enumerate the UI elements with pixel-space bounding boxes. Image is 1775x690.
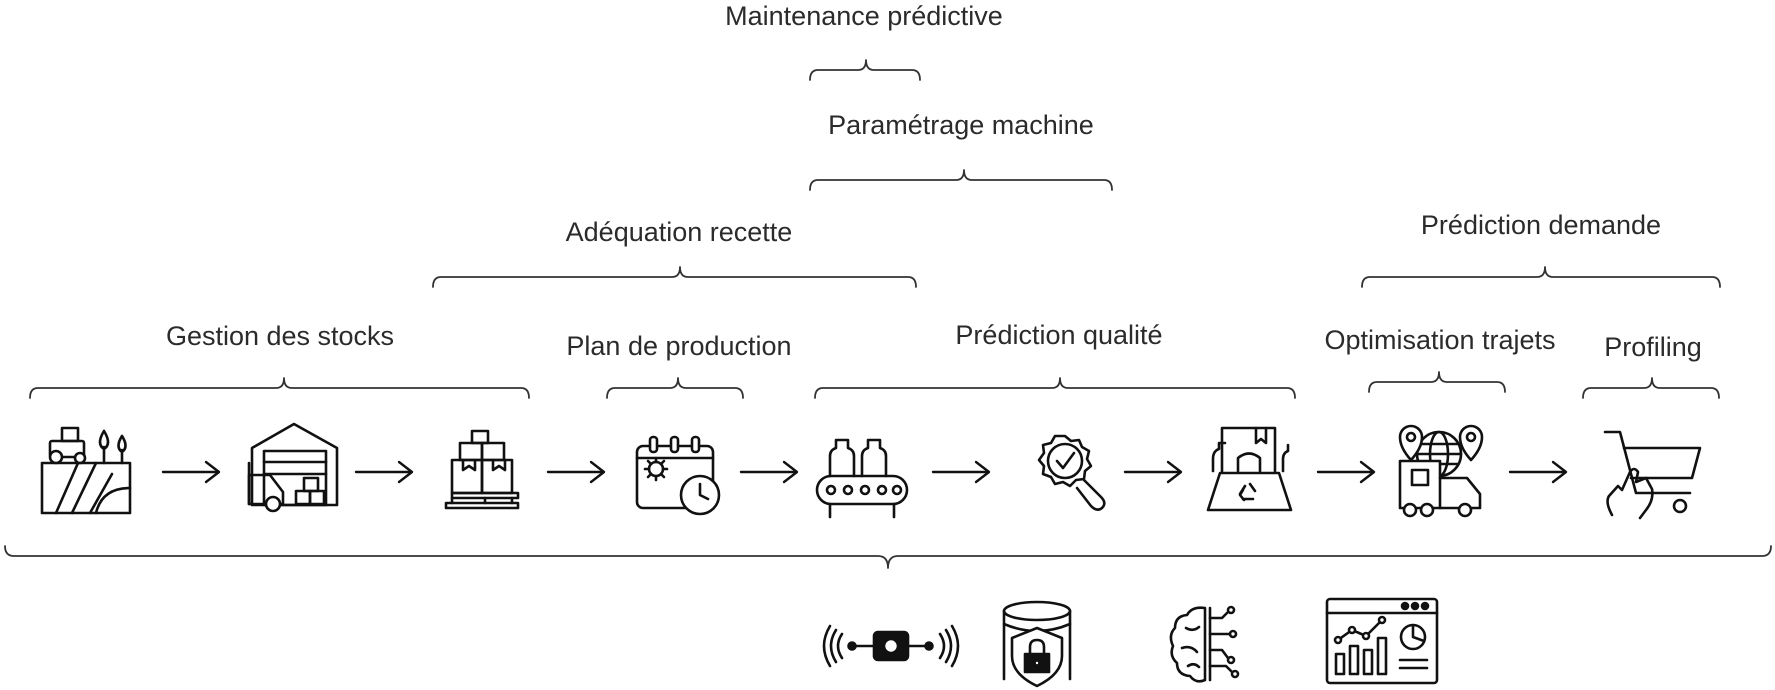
label-profiling: Profiling — [1604, 332, 1702, 362]
warehouse-truck-icon — [247, 422, 339, 513]
recycling-packaging-icon — [1206, 426, 1293, 512]
global-delivery-icon — [1398, 424, 1484, 518]
label-maintenance-predictive: Maintenance prédictive — [725, 1, 1003, 31]
arrow-6 — [1123, 460, 1183, 484]
label-prediction-qualite: Prédiction qualité — [955, 320, 1162, 350]
arrow-4 — [739, 460, 799, 484]
shopping-cart-icon — [1603, 430, 1702, 520]
arrow-7 — [1316, 460, 1376, 484]
brace-maintenance — [809, 59, 921, 81]
analytics-dashboard-icon — [1325, 597, 1439, 685]
brace-whole-chain — [4, 545, 1772, 569]
brace-prediction-qualite — [814, 377, 1296, 399]
arrow-1 — [161, 460, 221, 484]
arrow-3 — [546, 460, 606, 484]
ai-brain-icon — [1169, 605, 1240, 683]
iot-sensor-icon — [822, 624, 960, 668]
brace-profiling — [1582, 377, 1720, 399]
label-parametrage-machine: Paramétrage machine — [828, 110, 1094, 140]
farm-field-icon — [40, 426, 132, 515]
brace-adequation — [432, 266, 917, 288]
calendar-clock-icon — [635, 435, 721, 516]
brace-plan-production — [606, 377, 744, 399]
arrow-5 — [931, 460, 991, 484]
arrow-8 — [1508, 460, 1568, 484]
pallet-boxes-icon — [444, 429, 520, 510]
label-adequation-recette: Adéquation recette — [566, 217, 793, 247]
brace-gestion-stocks — [29, 377, 530, 399]
brace-prediction-demande — [1361, 266, 1721, 288]
brace-optimisation-trajets — [1368, 371, 1506, 393]
brace-parametrage — [809, 169, 1113, 191]
label-prediction-demande: Prédiction demande — [1421, 210, 1661, 240]
conveyor-bottles-icon — [815, 438, 909, 519]
label-gestion-stocks: Gestion des stocks — [166, 321, 394, 351]
label-plan-production: Plan de production — [566, 331, 791, 361]
arrow-2 — [354, 460, 414, 484]
label-optimisation-trajets: Optimisation trajets — [1324, 325, 1555, 355]
secure-database-icon — [1002, 600, 1072, 688]
quality-magnifier-icon — [1037, 434, 1106, 511]
